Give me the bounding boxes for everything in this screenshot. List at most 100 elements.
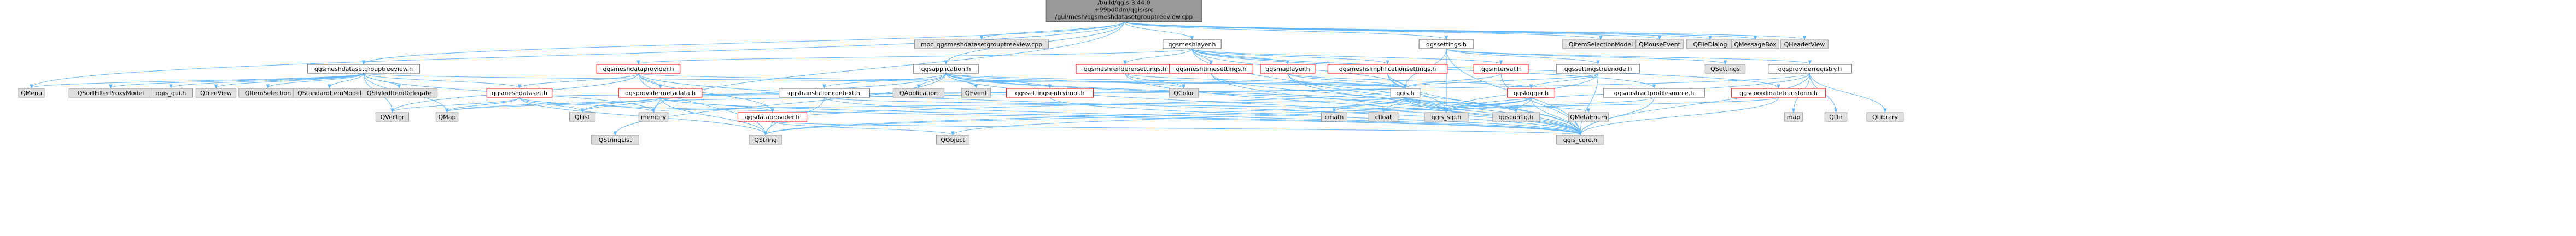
edge-providermetadata-to-qlist xyxy=(582,97,661,112)
node-coordtransform[interactable]: qgscoordinatetransform.h xyxy=(1731,88,1826,98)
node-label: qgsconfig.h xyxy=(1499,114,1534,121)
node-settingsentry[interactable]: qgssettingsentryimpl.h xyxy=(1006,88,1094,98)
node-box xyxy=(149,88,193,98)
edge-treeview_h-to-qitemselection xyxy=(268,73,364,88)
node-box xyxy=(195,88,237,98)
node-box xyxy=(1390,88,1421,98)
edge-settingstreenode-to-qgscore xyxy=(1580,73,1598,135)
node-box xyxy=(591,135,639,145)
edge-qgslogger-to-qgscore xyxy=(1531,97,1580,135)
node-label: QColor xyxy=(1173,90,1194,97)
node-box xyxy=(1556,135,1604,145)
node-label: qgsapplication.h xyxy=(921,66,971,73)
node-dataprovider[interactable]: qgsdataprovider.h xyxy=(737,112,808,122)
node-qgis_h[interactable]: qgis.h xyxy=(1390,88,1421,98)
node-label: qgsproviderregistry.h xyxy=(1778,66,1842,73)
node-box xyxy=(961,88,991,98)
node-label: QSettings xyxy=(1710,66,1740,73)
node-meshtimesettings[interactable]: qgsmeshtimesettings.h xyxy=(1169,64,1253,74)
node-interval[interactable]: qgsinterval.h xyxy=(1473,64,1529,74)
node-label: qgis.h xyxy=(1396,90,1414,97)
edge-treeview_h-to-qsortfilter xyxy=(111,73,364,88)
edge-meshdataprovider-to-meshdataset xyxy=(519,73,639,88)
edge-qgis_h-to-qstring xyxy=(766,97,1406,135)
node-qobject: QObject xyxy=(936,135,970,145)
node-label: QObject xyxy=(941,137,965,144)
node-box xyxy=(1169,88,1199,98)
node-meshsimpl[interactable]: qgsmeshsimplificationsettings.h xyxy=(1327,64,1448,74)
node-label: cmath xyxy=(1325,114,1344,121)
edge-maplayer-to-qgscore xyxy=(1287,73,1580,135)
edge-meshdataprovider-to-qstring xyxy=(638,73,766,135)
edge-settings-to-qsettings xyxy=(1446,48,1725,64)
edge-interval-to-qgscore xyxy=(1500,73,1580,135)
node-abstractprofile[interactable]: qgsabstractprofilesource.h xyxy=(1603,88,1705,98)
node-qmessagebox: QMessageBox xyxy=(1731,39,1779,49)
node-providerregistry[interactable]: qgsproviderregistry.h xyxy=(1768,64,1852,74)
node-qvector: QVector xyxy=(375,112,410,122)
node-qmap: QMap xyxy=(435,112,459,122)
edge-meshlayer-to-meshrenderer xyxy=(1125,48,1193,64)
node-label: qgis_sip.h xyxy=(1432,114,1462,121)
node-box xyxy=(307,64,420,74)
node-root-label-line: /gui/mesh/qgsmeshdatasetgrouptreeview.cp… xyxy=(1055,14,1193,21)
node-box xyxy=(1368,112,1399,122)
node-meshdataset[interactable]: qgsmeshdataset.h xyxy=(486,88,553,98)
edge-dataprovider-to-qgis_h xyxy=(772,88,1406,122)
node-qsettings: QSettings xyxy=(1704,64,1746,74)
node-maplayer[interactable]: qgsmaplayer.h xyxy=(1260,64,1316,74)
node-qmenu: QMenu xyxy=(18,88,45,98)
node-providermetadata[interactable]: qgsprovidermetadata.h xyxy=(618,88,703,98)
node-box xyxy=(1780,39,1829,49)
node-label: QTreeView xyxy=(200,90,232,97)
node-translationctx[interactable]: qgstranslationcontext.h xyxy=(779,88,870,98)
node-box xyxy=(18,88,45,98)
node-box xyxy=(1169,64,1253,74)
node-map: map xyxy=(1784,112,1803,122)
node-label: QStyledItemDelegate xyxy=(367,90,431,97)
node-box xyxy=(569,112,595,122)
node-label: qgslogger.h xyxy=(1514,90,1549,97)
node-box xyxy=(1731,88,1826,98)
node-settings[interactable]: qgssettings.h xyxy=(1418,39,1474,49)
node-qstdmodel: QStandardItemModel xyxy=(293,88,366,98)
edge-qgslogger-to-qstring xyxy=(766,97,1532,135)
node-application[interactable]: qgsapplication.h xyxy=(913,64,979,74)
nodes-layer: /build/qgis-3.44.0+99bd0dm/qgis/src/gui/… xyxy=(18,0,1904,145)
node-qheaderview: QHeaderView xyxy=(1780,39,1829,49)
node-box xyxy=(1473,64,1529,74)
node-label: qgis_core.h xyxy=(1563,137,1598,144)
edge-qgis_h-to-cmath xyxy=(1334,97,1406,112)
node-treeview_h[interactable]: qgsmeshdatasetgrouptreeview.h xyxy=(307,64,420,74)
node-moc: moc_qgsmeshdatasetgrouptreeview.cpp xyxy=(914,39,1049,49)
node-box xyxy=(737,112,808,122)
edge-interval-to-qgis_h xyxy=(1405,73,1502,88)
edge-maplayer-to-qgslogger xyxy=(1287,73,1531,88)
node-label: qgsmeshdataprovider.h xyxy=(603,66,674,73)
node-meshrenderer[interactable]: qgsmeshrenderersettings.h xyxy=(1076,64,1175,74)
node-label: QSortFilterProxyModel xyxy=(78,90,144,97)
node-meshdataprovider[interactable]: qgsmeshdataprovider.h xyxy=(596,64,681,74)
node-root-box xyxy=(1045,0,1202,22)
edge-qgis_h-to-qmetaenum xyxy=(1405,97,1588,112)
edge-application-to-translationctx xyxy=(825,73,947,88)
node-box xyxy=(779,88,870,98)
edge-providermetadata-to-qstring xyxy=(660,97,766,135)
node-label: QDir xyxy=(1829,114,1843,121)
node-box xyxy=(1260,64,1316,74)
edge-meshrenderer-to-qgscore xyxy=(1125,73,1581,135)
node-qgslogger[interactable]: qgslogger.h xyxy=(1507,88,1555,98)
node-settingstreenode[interactable]: qgssettingstreenode.h xyxy=(1556,64,1640,74)
edge-providerregistry-to-qlibrary xyxy=(1809,73,1885,112)
edge-meshrenderer-to-qgis_h xyxy=(1125,73,1406,88)
node-box xyxy=(892,88,945,98)
node-box xyxy=(1704,64,1746,74)
node-box xyxy=(618,88,703,98)
node-meshlayer[interactable]: qgsmeshlayer.h xyxy=(1163,39,1222,49)
node-cfloat: cfloat xyxy=(1368,112,1399,122)
edge-root-to-treeview_h xyxy=(364,21,1124,64)
edge-abstractprofile-to-qgscore xyxy=(1580,97,1655,135)
edge-treeview_h-to-qgsgui xyxy=(171,73,364,88)
node-label: QFileDialog xyxy=(1693,41,1727,48)
